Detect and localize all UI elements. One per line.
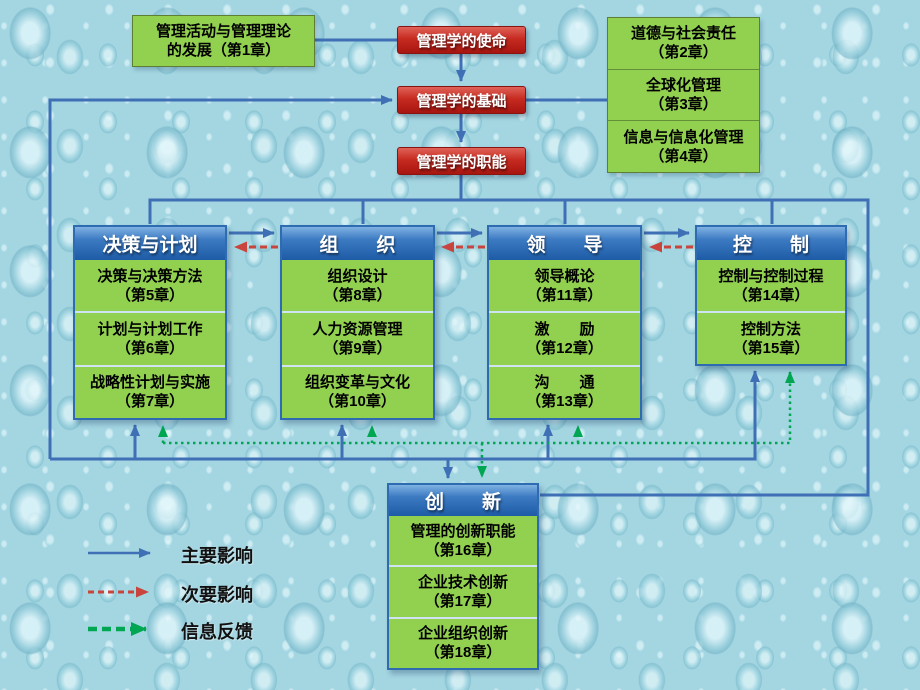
column-header-innovation: 创 新: [389, 485, 537, 516]
legend-label-secondary: 次要影响: [181, 585, 253, 605]
cell-chapter: （第16章）: [424, 541, 502, 559]
stack-cell-globalization: 全球化管理 （第3章）: [608, 68, 759, 121]
cell-ch5: 决策与决策方法 （第5章）: [75, 260, 225, 312]
cell-ch14: 控制与控制过程 （第14章）: [697, 260, 845, 311]
foundation-label: 管理学的基础: [416, 92, 507, 110]
cell-title: 激 励: [534, 320, 595, 338]
cell-chapter: （第15章）: [732, 339, 810, 357]
cell-chapter: （第13章）: [526, 393, 603, 411]
cell-ch13: 沟 通 （第13章）: [489, 364, 640, 418]
cell-ch9: 人力资源管理 （第9章）: [282, 311, 433, 365]
box-title-line2: 的发展（第1章）: [166, 42, 281, 59]
cell-chapter: （第10章）: [319, 393, 396, 411]
column-leadership: 领 导 领导概论 （第11章） 激 励 （第12章） 沟 通 （第13章）: [487, 225, 642, 420]
cell-title: 道德与社会责任: [630, 25, 736, 43]
column-innovation: 创 新 管理的创新职能 （第16章） 企业技术创新 （第17章） 企业组织创新 …: [387, 483, 539, 670]
cell-chapter: （第3章）: [649, 96, 718, 113]
column-header-organization: 组 织: [282, 227, 433, 260]
cell-title: 人力资源管理: [312, 320, 403, 338]
context-stack: 道德与社会责任 （第2章） 全球化管理 （第3章） 信息与信息化管理 （第4章）: [607, 17, 760, 173]
cell-title: 控制方法: [740, 320, 801, 338]
legend-label-primary: 主要影响: [181, 546, 253, 566]
cell-title: 领导概论: [534, 267, 595, 285]
column-decision-planning: 决策与计划 决策与决策方法 （第5章） 计划与计划工作 （第6章） 战略性计划与…: [73, 225, 227, 420]
column-header-decision-planning: 决策与计划: [75, 227, 225, 260]
cell-chapter: （第4章）: [649, 147, 718, 165]
cell-ch7: 战略性计划与实施 （第7章）: [75, 364, 225, 418]
cell-chapter: （第11章）: [526, 286, 603, 304]
cell-title: 决策与决策方法: [97, 267, 203, 285]
cell-chapter: （第18章）: [424, 644, 502, 662]
cell-title: 信息与信息化管理: [623, 128, 744, 146]
cell-chapter: （第7章）: [115, 393, 185, 411]
stack-cell-ethics: 道德与社会责任 （第2章）: [608, 18, 759, 69]
cell-ch8: 组织设计 （第8章）: [282, 260, 433, 312]
box-title-line1: 管理活动与管理理论: [155, 23, 291, 40]
cell-title: 组织设计: [327, 267, 388, 285]
box-management-foundation: 管理学的基础: [397, 86, 526, 114]
cell-chapter: （第5章）: [115, 286, 185, 304]
cell-chapter: （第2章）: [649, 44, 718, 62]
cell-chapter: （第9章）: [323, 339, 392, 357]
column-organization: 组 织 组织设计 （第8章） 人力资源管理 （第9章） 组织变革与文化 （第10…: [280, 225, 435, 420]
cell-title: 沟 通: [534, 374, 595, 392]
stack-cell-information: 信息与信息化管理 （第4章）: [608, 120, 759, 172]
legend-label-feedback: 信息反馈: [181, 622, 253, 642]
cell-title: 企业技术创新: [417, 573, 508, 591]
box-management-mission: 管理学的使命: [397, 26, 526, 54]
column-header-leadership: 领 导: [489, 227, 640, 260]
cell-title: 企业组织创新: [417, 625, 508, 643]
cell-ch10: 组织变革与文化 （第10章）: [282, 364, 433, 418]
cell-ch11: 领导概论 （第11章）: [489, 260, 640, 312]
feedback-lines: [158, 371, 795, 478]
cell-ch6: 计划与计划工作 （第6章）: [75, 311, 225, 365]
box-management-functions: 管理学的职能: [397, 147, 526, 175]
cell-title: 组织变革与文化: [304, 374, 410, 392]
cell-ch15: 控制方法 （第15章）: [697, 311, 845, 364]
cell-ch12: 激 励 （第12章）: [489, 311, 640, 365]
functions-label: 管理学的职能: [416, 153, 507, 171]
column-control: 控 制 控制与控制过程 （第14章） 控制方法 （第15章）: [695, 225, 847, 366]
cell-title: 计划与计划工作: [97, 320, 203, 338]
cell-chapter: （第12章）: [526, 339, 603, 357]
cell-chapter: （第17章）: [424, 592, 502, 610]
cell-title: 全球化管理: [645, 77, 721, 94]
cell-chapter: （第8章）: [323, 286, 392, 304]
cell-ch16: 管理的创新职能 （第16章）: [389, 516, 537, 566]
cell-chapter: （第14章）: [732, 286, 810, 304]
column-header-control: 控 制: [697, 227, 845, 260]
cell-title: 管理的创新职能: [410, 522, 516, 540]
box-management-theory-development: 管理活动与管理理论 的发展（第1章）: [132, 15, 315, 67]
cell-ch17: 企业技术创新 （第17章）: [389, 565, 537, 617]
cell-ch18: 企业组织创新 （第18章）: [389, 616, 537, 668]
cell-chapter: （第6章）: [115, 339, 185, 357]
mission-label: 管理学的使命: [416, 32, 507, 50]
cell-title: 战略性计划与实施: [89, 374, 210, 392]
cell-title: 控制与控制过程: [718, 267, 824, 285]
